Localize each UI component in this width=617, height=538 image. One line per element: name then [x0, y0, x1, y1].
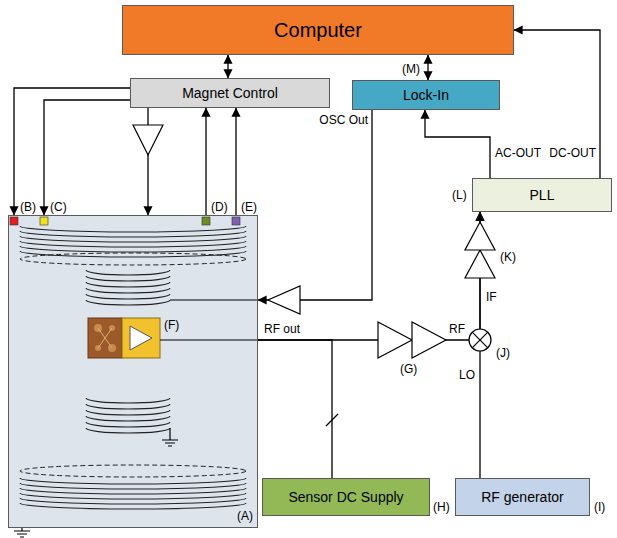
computer-box: Computer [122, 5, 514, 55]
callout-letter: (I) [594, 500, 605, 514]
callout-letter: (E) [241, 200, 257, 214]
callout-letter: (M) [402, 62, 420, 76]
pin-d [202, 217, 210, 225]
signal-connector [147, 108, 148, 215]
amplifier-symbol [465, 250, 495, 278]
callout-letter: (K) [500, 250, 516, 264]
signal-connector [258, 212, 480, 340]
callout-letter: (D) [211, 200, 228, 214]
signal-name: OSC Out [319, 113, 368, 127]
pin-b [10, 217, 18, 225]
box-label: Magnet Control [182, 85, 278, 101]
ground-symbol [14, 528, 30, 537]
drive-wire [170, 299, 258, 300]
signal-connector [235, 108, 236, 215]
amplifier-symbol [465, 222, 495, 250]
signal-connector [258, 110, 372, 300]
box-label: PLL [530, 187, 555, 203]
callout-letter: (F) [164, 318, 179, 332]
signal-connector [44, 100, 130, 215]
coil-dashed-rim [20, 465, 246, 477]
sensor-amplifier-board [122, 318, 160, 358]
box-label: Sensor DC Supply [288, 489, 403, 505]
amplifier-symbol [130, 326, 152, 350]
ground-symbol [162, 440, 178, 446]
box-label: RF generator [481, 489, 563, 505]
controller-box: Magnet Control [130, 78, 330, 108]
pin-e [232, 217, 240, 225]
instrument-box: PLL [472, 178, 612, 212]
coil-dashed-rim [20, 253, 246, 265]
signal-connector [427, 55, 428, 80]
mixer-symbol [469, 329, 491, 351]
amplifier-symbol [133, 125, 163, 155]
signal-connector [425, 110, 490, 178]
ground-wire [169, 428, 170, 440]
amplifier-symbol [268, 286, 300, 314]
amplifier-symbol [412, 322, 446, 358]
callout-letter: (J) [496, 346, 510, 360]
signal-connector [14, 88, 130, 215]
sensor-chip [88, 318, 122, 358]
signal-name: RF [449, 322, 465, 336]
signal-name: DC-OUT [549, 146, 596, 160]
callout-letter: (H) [433, 500, 450, 514]
callout-letter: (G) [400, 362, 417, 376]
pin-c [40, 217, 48, 225]
signal-connector [258, 340, 332, 478]
instrument-box: Lock-In [352, 80, 500, 110]
cryostat-box: (A) [8, 215, 258, 528]
callout-letter: (L) [452, 188, 467, 202]
signal-connector [205, 108, 206, 215]
signal-connector [227, 55, 228, 78]
signal-name: IF [486, 290, 497, 304]
callout-letter: (B) [20, 200, 36, 214]
box-label: Lock-In [403, 87, 449, 103]
rf-out-wire [160, 339, 258, 340]
callout-letter: (C) [50, 200, 67, 214]
signal-name: AC-OUT [495, 146, 541, 160]
box-label: (A) [237, 509, 253, 523]
cryostat-fill [8, 215, 258, 528]
bus-slash [326, 414, 338, 426]
supply-box: Sensor DC Supply [262, 478, 430, 516]
amplifier-symbol [378, 322, 412, 358]
signal-name: LO [459, 368, 475, 382]
signal-name: RF out [264, 322, 300, 336]
box-label: Computer [274, 19, 362, 42]
coil-windings [20, 226, 246, 509]
generator-box: RF generator [455, 478, 590, 516]
